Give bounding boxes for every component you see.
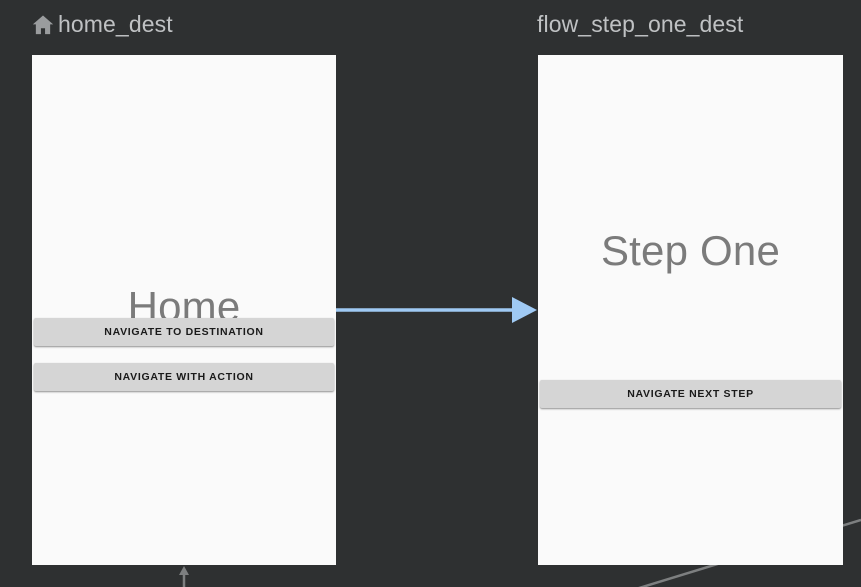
destination-frame-home-dest[interactable]: Home NAVIGATE TO DESTINATION NAVIGATE WI… [32,55,336,565]
home-icon [32,14,54,34]
destination-label-home-dest[interactable]: home_dest [30,11,173,38]
destination-label-flow-step-one-dest[interactable]: flow_step_one_dest [537,11,743,38]
destination-label-text: home_dest [58,11,173,37]
action-home-to-step-one[interactable] [336,296,538,324]
screen-title-step-one: Step One [600,227,781,274]
navigate-to-destination-button[interactable]: NAVIGATE TO DESTINATION [34,318,334,346]
navigate-with-action-button[interactable]: NAVIGATE WITH ACTION [34,363,334,391]
navigate-next-step-button[interactable]: NAVIGATE NEXT STEP [540,380,841,408]
destination-label-text: flow_step_one_dest [537,11,744,37]
action-arrow-head [512,297,537,323]
destination-frame-flow-step-one-dest[interactable]: Step One NAVIGATE NEXT STEP [538,55,843,565]
action-incoming-home-arrowhead [179,566,189,587]
